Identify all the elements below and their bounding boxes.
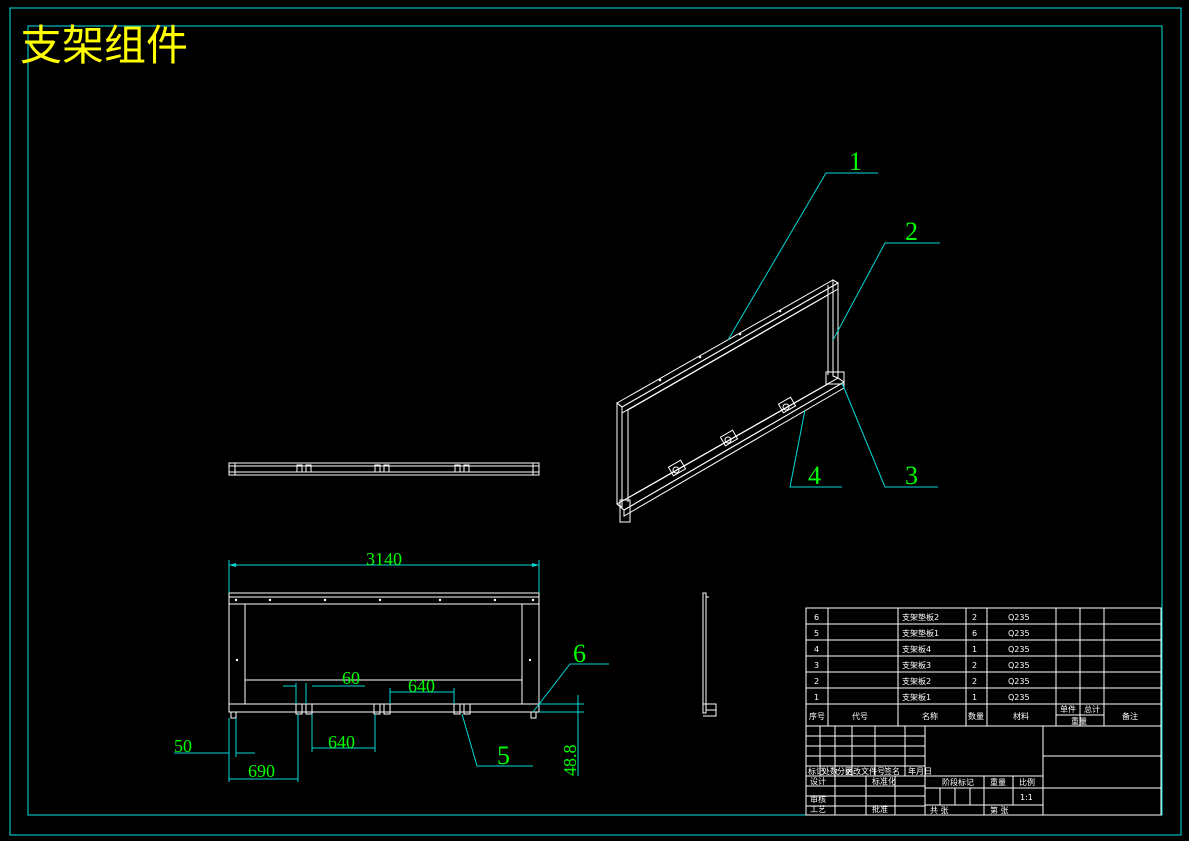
tb-change-doc: 更改文件号 [845, 766, 885, 776]
bom-header-total: 总计 [1084, 704, 1100, 714]
bom-row-material: Q235 [1008, 645, 1030, 654]
bom-row-name: 支架垫板1 [902, 628, 939, 638]
bom-row-material: Q235 [1008, 613, 1030, 622]
bom-row-material: Q235 [1008, 677, 1030, 686]
tb-standardization: 标准化 [872, 776, 896, 786]
isometric-view [616, 279, 845, 523]
tb-date: 年月日 [908, 766, 932, 776]
tb-scale-label: 比例 [1019, 777, 1035, 787]
tb-signature: 签名 [884, 766, 900, 776]
bom-row-name: 支架板3 [902, 660, 931, 670]
bom-row-qty: 1 [972, 693, 977, 702]
bom-header-no: 序号 [809, 711, 825, 721]
top-view [228, 462, 540, 476]
tb-scale: 1:1 [1020, 793, 1033, 802]
bom-header-qty: 数量 [968, 711, 984, 721]
bom-row-name: 支架垫板2 [902, 612, 939, 622]
balloon-3: 3 [905, 461, 918, 490]
bom-header-code: 代号 [852, 711, 868, 721]
bom-row-name: 支架板4 [902, 644, 931, 654]
tb-zone: 分区 [837, 767, 853, 776]
dim-3140: 3140 [366, 549, 402, 569]
tb-count: 处数 [822, 766, 838, 776]
bom-row-no: 3 [814, 661, 819, 670]
tb-sheets-total: 共 张 [930, 806, 949, 815]
bom-row-name: 支架板1 [902, 692, 931, 702]
side-view [702, 592, 717, 717]
bom-row-no: 5 [814, 629, 819, 638]
dim-690: 690 [248, 761, 275, 781]
dim-640-upper: 640 [408, 676, 435, 696]
dim-60: 60 [342, 668, 360, 688]
drawing-title: 支架组件 [20, 21, 188, 70]
balloon-6: 6 [573, 639, 586, 668]
bom-row-material: Q235 [1008, 661, 1030, 670]
tb-weight: 重量 [990, 777, 1006, 787]
bom-row-qty: 2 [972, 661, 977, 670]
bom-row-no: 1 [814, 693, 819, 702]
dim-48-8: 48.8 [560, 745, 580, 777]
bom-header-weight: 重量 [1071, 716, 1087, 726]
bom-table [805, 607, 1162, 727]
bom-row-qty: 1 [972, 645, 977, 654]
front-view [228, 592, 540, 719]
tb-checker: 审核 [810, 794, 826, 804]
bom-header-name: 名称 [922, 711, 938, 721]
bom-row-material: Q235 [1008, 693, 1030, 702]
tb-approve: 批准 [872, 804, 888, 814]
balloon-4: 4 [808, 461, 821, 490]
inner-frame [27, 25, 1163, 816]
bom-row-qty: 6 [972, 629, 977, 638]
dim-50: 50 [174, 736, 192, 756]
bom-header-unit: 单件 [1060, 704, 1076, 714]
bom-header-remarks: 备注 [1122, 711, 1138, 721]
bom-row-name: 支架板2 [902, 676, 931, 686]
bom-row-no: 2 [814, 677, 819, 686]
balloon-2: 2 [905, 217, 918, 246]
bom-row-qty: 2 [972, 613, 977, 622]
bom-header-material: 材料 [1013, 711, 1029, 721]
bom-row-qty: 2 [972, 677, 977, 686]
bom-row-no: 6 [814, 613, 819, 622]
tb-mark: 标记 [808, 766, 824, 776]
tb-process: 工艺 [810, 805, 826, 814]
title-block-text: 标记 处数 分区 更改文件号 签名 年月日 设计 标准化 审核 工艺 批准 阶段… [808, 766, 1035, 815]
title-block [805, 725, 1162, 816]
iso-leaders [727, 172, 940, 488]
bom-row-no: 4 [814, 645, 819, 654]
balloon-1: 1 [849, 147, 862, 176]
tb-sheet-no: 第 张 [990, 805, 1009, 815]
tb-designer: 设计 [810, 776, 826, 786]
bom-row-material: Q235 [1008, 629, 1030, 638]
front-dimensions [174, 560, 609, 782]
balloon-5: 5 [497, 741, 510, 770]
dim-640-lower: 640 [328, 732, 355, 752]
bom-rows: 6 支架垫板2 2 Q235 5 支架垫板1 6 Q235 4 支架板4 1 Q… [809, 612, 1138, 726]
tb-stage-mark: 阶段标记 [942, 777, 974, 787]
outer-frame [9, 7, 1182, 836]
